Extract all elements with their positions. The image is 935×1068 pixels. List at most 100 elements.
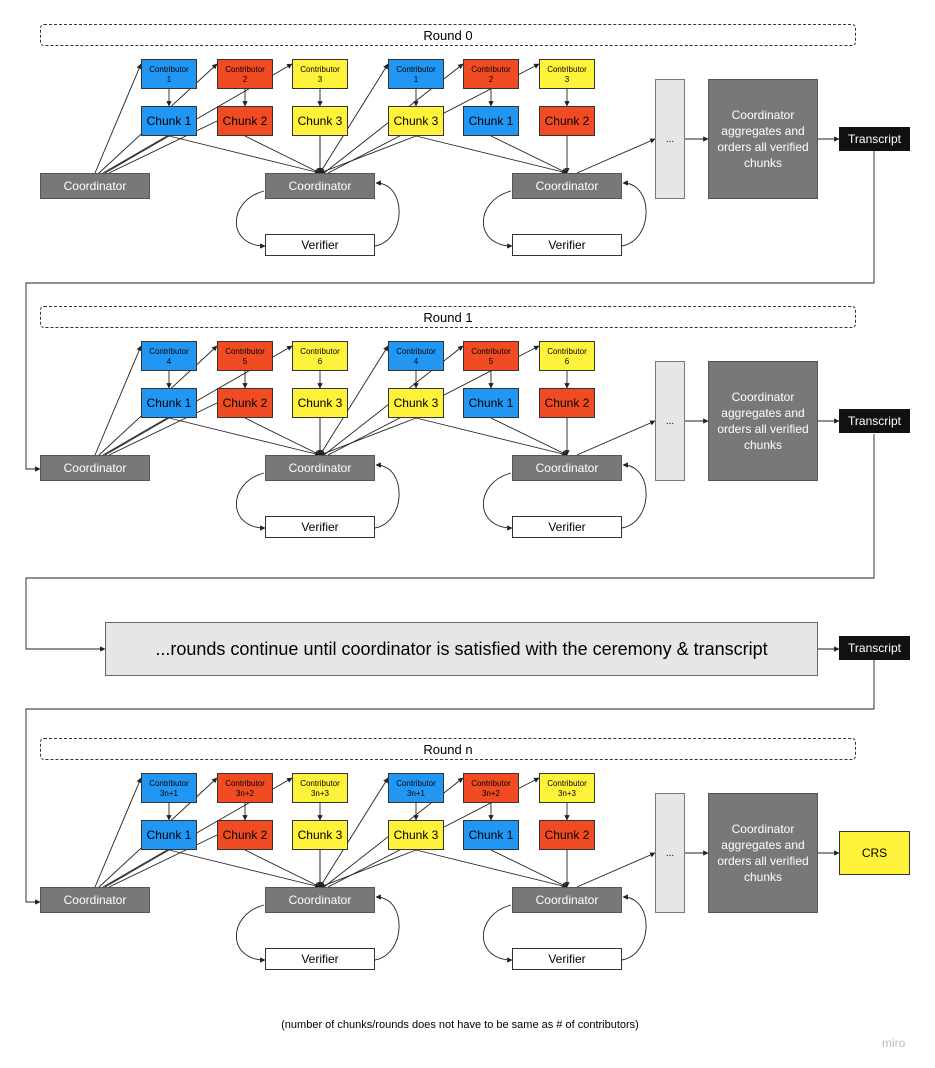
contributor-label: Contributor [396, 64, 436, 74]
round-0-transcript: Transcript [839, 127, 910, 151]
round-1-chunk-to-coordinator-arrow [490, 417, 568, 456]
round-0-coord-to-contrib [319, 63, 389, 174]
contributor-label: Contributor [396, 778, 436, 788]
round0-to-round1-connector [25, 150, 875, 472]
contributor-label: Contributor [300, 346, 340, 356]
contributor-number: 6 [317, 356, 323, 366]
contributor-number: 1 [413, 74, 419, 84]
miro-watermark: miro [882, 1036, 906, 1050]
round-0-chunk-to-coordinator-arrow [244, 135, 321, 174]
round-1-verifier-a: Verifier [265, 516, 375, 538]
round-0-coordinator-b: Coordinator [512, 173, 622, 199]
round-1-chunk-to-coordinator-arrow [415, 417, 568, 457]
round-0-bar: Round 0 [40, 24, 856, 46]
contributor-label: Contributor [547, 64, 587, 74]
contributor-number: 4 [166, 356, 172, 366]
round-1-aggregate: Coordinator aggregates and orders all ve… [708, 361, 818, 481]
contributor-number: 3 [564, 74, 570, 84]
round-1-chunk-1: Chunk 1 [141, 388, 197, 418]
round-0-coordinator-start: Coordinator [40, 173, 150, 199]
contributor-label: Contributor [396, 346, 436, 356]
contributor-label: Contributor [149, 778, 189, 788]
contributor-number: 1 [166, 74, 172, 84]
round-2-chunk-to-coordinator-arrow [244, 849, 321, 888]
round-0-coord-to-ellipsis-arrow [576, 138, 656, 174]
contributor-label: Contributor [471, 64, 511, 74]
round-0-chunk-to-coordinator-arrow [415, 135, 568, 175]
round-2-chunk-3: Chunk 3 [292, 820, 348, 850]
round-2-verifier-to-coordinator-loop [621, 894, 647, 961]
contributor-number: 3n+2 [235, 788, 255, 798]
contributor-label: Contributor [471, 346, 511, 356]
contributor-label: Contributor [225, 346, 265, 356]
round-1-chunk-5: Chunk 1 [463, 388, 519, 418]
contributor-number: 3 [317, 74, 323, 84]
round-2-coord-to-contrib [319, 777, 389, 888]
contributor-number: 6 [564, 356, 570, 366]
round-1-transcript: Transcript [839, 409, 910, 433]
round-1-verifier-to-coordinator-loop [621, 462, 647, 529]
round-1-coordinator-start: Coordinator [40, 455, 150, 481]
round-0-verifier-b: Verifier [512, 234, 622, 256]
round-1-verifier-to-coordinator-loop [374, 462, 400, 529]
round-1-coordinator-a: Coordinator [265, 455, 375, 481]
round-1-chunk-to-coord [108, 402, 218, 456]
round-2-coord-to-contrib [94, 777, 142, 888]
contributor-number: 3n+1 [406, 788, 426, 798]
round-1-chunk-3: Chunk 3 [292, 388, 348, 418]
round-2-coordinator-start: Coordinator [40, 887, 150, 913]
round-1-ellipsis: ... [655, 361, 685, 481]
round-0-coordinator-a: Coordinator [265, 173, 375, 199]
round-1-chunk-to-coordinator-arrow [319, 417, 417, 456]
transcript-to-roundn-connector [25, 660, 875, 905]
contributor-number: 2 [488, 74, 494, 84]
round-1-coord-to-contrib [319, 345, 389, 456]
round-0-chunk-to-coord [104, 135, 170, 174]
round-0-chunk-to-coordinator-arrow [168, 135, 321, 175]
rounds-continue-banner: ...rounds continue until coordinator is … [105, 622, 818, 676]
contributor-label: Contributor [149, 64, 189, 74]
contributor-label: Contributor [547, 778, 587, 788]
round-0-verifier-to-coordinator-loop [621, 180, 647, 247]
contributor-label: Contributor [300, 64, 340, 74]
round-2-chunk-1: Chunk 1 [141, 820, 197, 850]
contributor-label: Contributor [547, 346, 587, 356]
round-0-chunk-6: Chunk 2 [539, 106, 595, 136]
round-1-chunk-6: Chunk 2 [539, 388, 595, 418]
contributor-number: 3n+1 [159, 788, 179, 798]
round-0-chunk-to-coord [108, 120, 218, 174]
round-2-coordinator-b: Coordinator [512, 887, 622, 913]
round-1-chunk-to-coordinator-arrow [168, 417, 321, 457]
round-2-chunk-to-coord [108, 834, 218, 888]
round-0-chunk-3: Chunk 3 [292, 106, 348, 136]
round-1-coordinator-to-verifier-loop [235, 472, 266, 531]
round-2-coordinator-to-verifier-loop [482, 904, 513, 963]
contributor-number: 4 [413, 356, 419, 366]
round-2-chunk-2: Chunk 2 [217, 820, 273, 850]
contributor-label: Contributor [471, 778, 511, 788]
contributor-label: Contributor [149, 346, 189, 356]
round-0-chunk-2: Chunk 2 [217, 106, 273, 136]
round-0-coord-to-contrib [94, 63, 142, 174]
round-1-chunk-to-coordinator-arrow [244, 417, 321, 456]
round-2-chunk-to-coordinator-arrow [319, 849, 417, 888]
round-2-chunk-4: Chunk 3 [388, 820, 444, 850]
round-0-chunk-1: Chunk 1 [141, 106, 197, 136]
round-0-aggregate: Coordinator aggregates and orders all ve… [708, 79, 818, 199]
round-1-coord-to-contrib [94, 345, 142, 456]
round-0-chunk-to-coordinator-arrow [319, 135, 417, 174]
contributor-number: 5 [488, 356, 494, 366]
